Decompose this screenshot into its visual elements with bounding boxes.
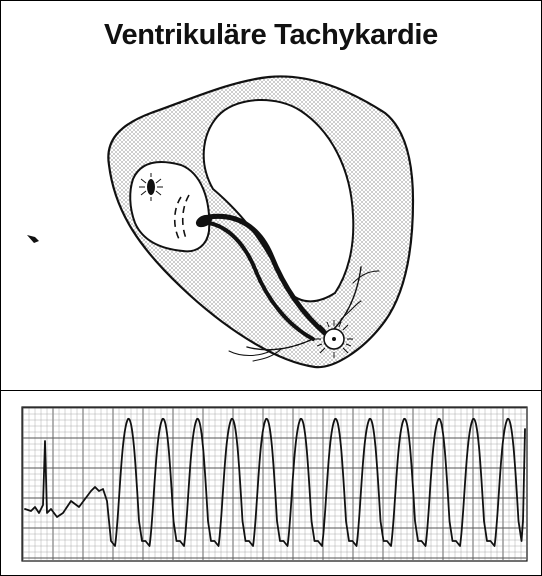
ecg-strip [1,1,541,575]
figure-page: Ventrikuläre Tachykardie [0,0,542,576]
